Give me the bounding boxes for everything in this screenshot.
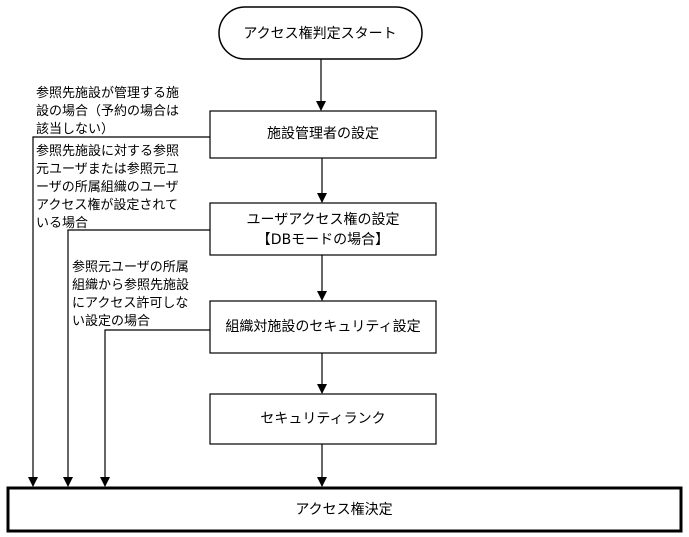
condition-2-line-3: ーザの所属組織のユーザ: [36, 180, 178, 195]
condition-1-line-1: 参照先施設が管理する施: [36, 85, 179, 101]
condition-2-line-4: アクセス権が設定されて: [36, 197, 178, 213]
org-security-node: [209, 300, 437, 354]
condition-2-line-2: 元ユーザまたは参照元ユ: [36, 161, 179, 177]
user-access-label-line2: 【DBモードの場合】: [257, 232, 389, 248]
condition-3-line-1: 参照元ユーザの所属: [72, 259, 189, 275]
bypass-line-user-access: [63, 229, 210, 487]
condition-3-line-3: にアクセス許可しな: [72, 296, 188, 311]
security-rank-node: [209, 393, 437, 445]
org-security-label: 組織対施設のセキュリティ設定: [225, 319, 420, 335]
bypass-line-org-security: [100, 329, 210, 487]
start-label: アクセス権判定スタート: [243, 25, 396, 42]
condition-3-line-2: 組織から参照先施設: [72, 277, 189, 293]
security-rank-label: セキュリティランク: [260, 411, 385, 427]
condition-2-line-5: いる場合: [36, 216, 88, 231]
condition-user-access-set: 参照先施設に対する参照 元ユーザまたは参照元ユ ーザの所属組織のユーザ アクセス…: [36, 143, 179, 231]
condition-1-line-2: 設の場合（予約の場合は: [36, 103, 179, 119]
facility-admin-node: [209, 110, 437, 159]
facility-admin-label: 施設管理者の設定: [267, 126, 379, 142]
user-access-label-line1: ユーザアクセス権の設定: [246, 211, 399, 228]
condition-3-line-4: い設定の場合: [72, 313, 150, 329]
decision-node: [6, 486, 683, 533]
bypass-line-facility: [28, 136, 210, 487]
condition-1-line-3: 該当しない）: [36, 121, 114, 137]
condition-2-line-1: 参照先施設に対する参照: [36, 143, 179, 159]
condition-facility-managed: 参照先施設が管理する施 設の場合（予約の場合は 該当しない）: [36, 85, 179, 137]
condition-org-deny: 参照元ユーザの所属 組織から参照先施設 にアクセス許可しな い設定の場合: [72, 259, 189, 329]
decision-label: アクセス権決定: [295, 501, 392, 518]
user-access-node: [209, 202, 437, 256]
